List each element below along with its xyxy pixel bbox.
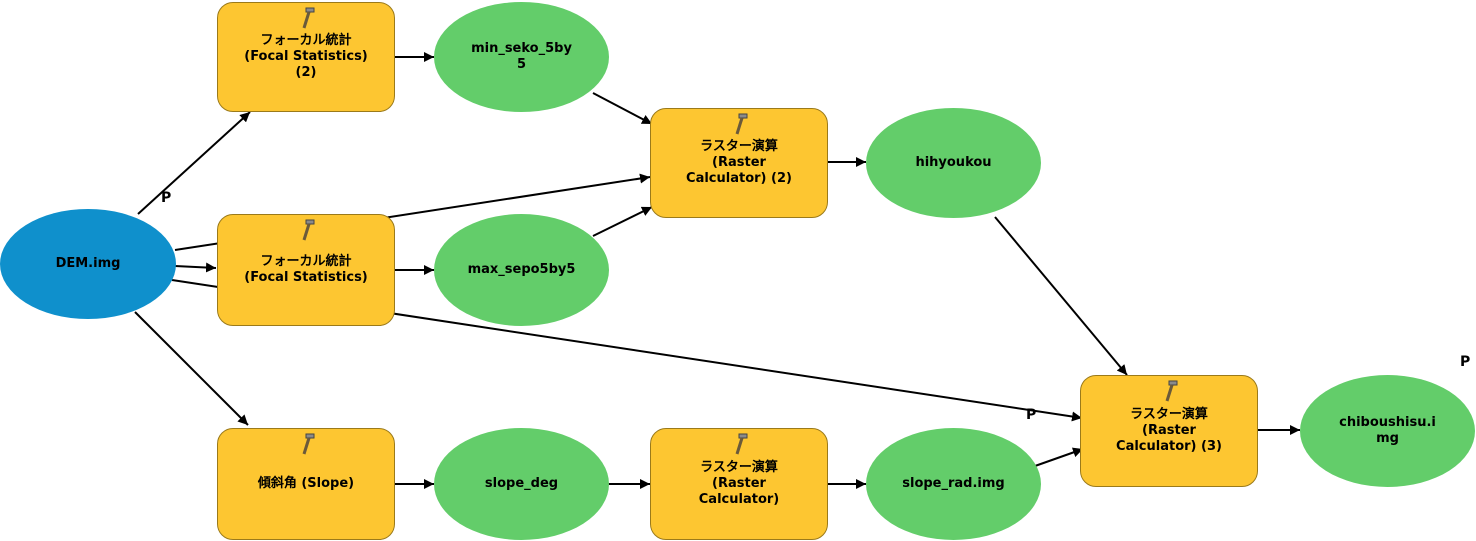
node-label: slope_deg — [484, 476, 559, 491]
tool-slope[interactable]: 傾斜角 (Slope) — [217, 428, 395, 540]
edge-dem-to-focal2[interactable] — [137, 111, 251, 215]
hammer-icon — [302, 433, 315, 455]
node-label: min_seko_5by 5 — [471, 41, 572, 72]
node-label: max_sepo5by5 — [467, 262, 576, 277]
parameter-marker: P — [1460, 354, 1471, 370]
data-chiboushisu-img[interactable]: chiboushisu.i mg — [1300, 375, 1475, 487]
parameter-marker: P — [1026, 407, 1037, 423]
input-dem-img[interactable]: DEM.img — [0, 209, 176, 319]
data-min-seko-5by5[interactable]: min_seko_5by 5 — [434, 2, 609, 112]
edge-dem-to-focal[interactable] — [174, 262, 217, 273]
edge-dem-to-slope[interactable] — [134, 311, 249, 426]
node-label: slope_rad.img — [902, 476, 1005, 491]
node-label: 傾斜角 (Slope) — [257, 476, 355, 491]
parameter-marker: P — [161, 190, 172, 206]
edge-max-to-rastercalc2[interactable] — [592, 206, 653, 237]
node-label: DEM.img — [55, 256, 121, 271]
node-label: ラスター演算 (Raster Calculator) (2) — [686, 139, 792, 186]
node-label: chiboushisu.i mg — [1339, 415, 1436, 446]
node-label: ラスター演算 (Raster Calculator) — [698, 460, 780, 507]
data-max-sepo5by5[interactable]: max_sepo5by5 — [434, 214, 609, 326]
tool-raster-calculator-2[interactable]: ラスター演算 (Raster Calculator) (2) — [650, 108, 828, 218]
hammer-icon — [302, 219, 315, 241]
node-label: フォーカル統計 (Focal Statistics) — [244, 254, 368, 285]
edge-hihyoukou-to-rastercalc3[interactable] — [994, 216, 1128, 376]
data-slope-rad-img[interactable]: slope_rad.img — [866, 428, 1041, 540]
edge-min-to-rastercalc2[interactable] — [592, 92, 653, 125]
data-slope-deg[interactable]: slope_deg — [434, 428, 609, 540]
tool-raster-calculator[interactable]: ラスター演算 (Raster Calculator) — [650, 428, 828, 540]
node-label: hihyoukou — [915, 155, 992, 170]
hammer-icon — [735, 433, 748, 455]
node-label: ラスター演算 (Raster Calculator) (3) — [1116, 407, 1222, 454]
edge-sloperad-to-rastercalc3[interactable] — [1034, 447, 1084, 467]
data-hihyoukou[interactable]: hihyoukou — [866, 108, 1041, 218]
tool-focal-statistics[interactable]: フォーカル統計 (Focal Statistics) — [217, 214, 395, 326]
node-label: フォーカル統計 (Focal Statistics) (2) — [244, 33, 368, 80]
hammer-icon — [302, 7, 315, 29]
tool-focal-statistics-2[interactable]: フォーカル統計 (Focal Statistics) (2) — [217, 2, 395, 112]
tool-raster-calculator-3[interactable]: ラスター演算 (Raster Calculator) (3) — [1080, 375, 1258, 487]
hammer-icon — [735, 113, 748, 135]
hammer-icon — [1165, 380, 1178, 402]
